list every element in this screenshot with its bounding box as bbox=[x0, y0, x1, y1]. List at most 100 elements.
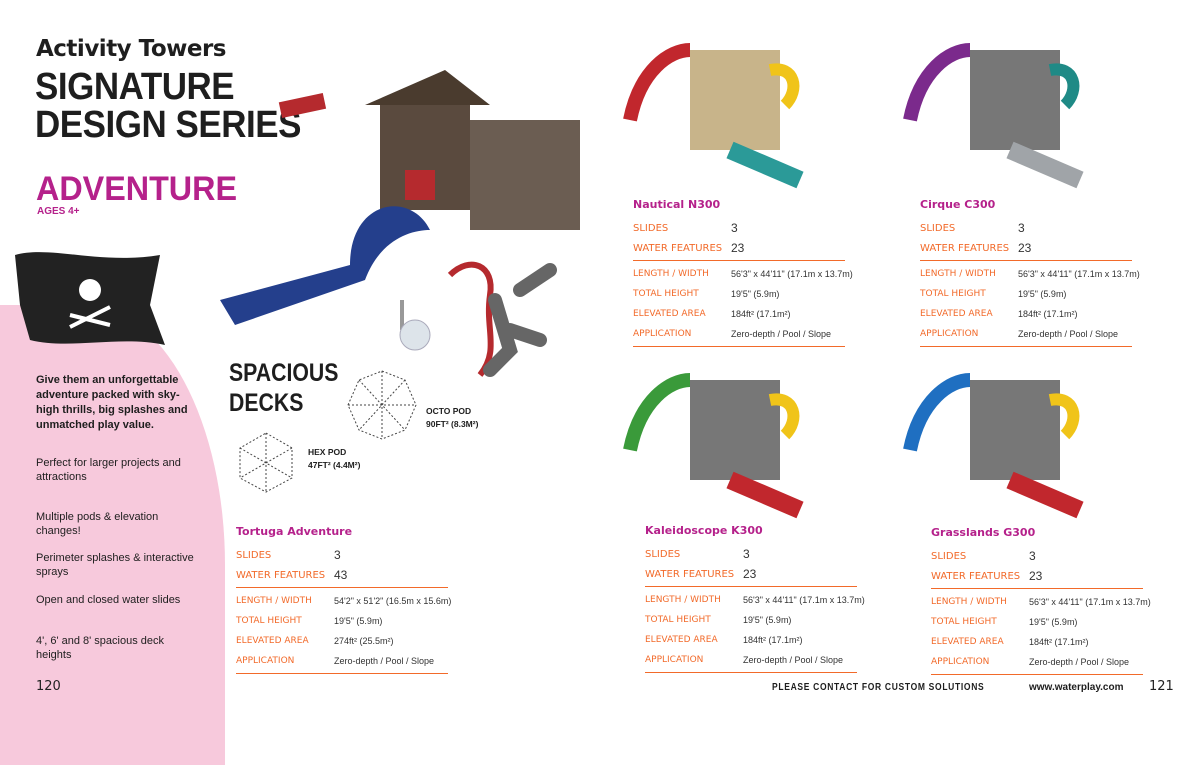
divider bbox=[931, 674, 1143, 675]
spec-row-water: WATER FEATURES 43 bbox=[236, 565, 476, 585]
title-line-2: DESIGN SERIES bbox=[35, 104, 302, 146]
spec-label: APPLICATION bbox=[645, 655, 704, 665]
feature-1: Perfect for larger projects and attracti… bbox=[36, 457, 181, 483]
divider bbox=[633, 346, 845, 347]
hex-pod-area: 47FT² (4.4M²) bbox=[308, 460, 361, 470]
spec-value: 184ft² (17.1m²) bbox=[1029, 637, 1089, 647]
spec-row-height: TOTAL HEIGHT 19'5" (5.9m) bbox=[633, 284, 873, 304]
spec-row-height: TOTAL HEIGHT 19'5" (5.9m) bbox=[645, 610, 885, 630]
spec-label: SLIDES bbox=[920, 222, 956, 234]
hex-pod-diagram bbox=[239, 432, 293, 493]
spec-label: SLIDES bbox=[645, 548, 681, 560]
section-subtitle: Activity Towers bbox=[36, 36, 227, 62]
feature-4: Open and closed water slides bbox=[36, 594, 181, 606]
hex-pod-name: HEX POD bbox=[308, 447, 347, 457]
pirate-flag-icon bbox=[15, 252, 165, 345]
spec-value: 56'3" x 44'11" (17.1m x 13.7m) bbox=[731, 269, 853, 279]
feature-2: Multiple pods & elevation changes! bbox=[36, 511, 159, 537]
spec-label: LENGTH / WIDTH bbox=[931, 597, 1007, 607]
feature-3: Perimeter splashes & interactive sprays bbox=[36, 552, 194, 578]
spec-label: TOTAL HEIGHT bbox=[920, 289, 986, 299]
spec-row-height: TOTAL HEIGHT 19'5" (5.9m) bbox=[920, 284, 1160, 304]
nautical-tower-illustration bbox=[623, 43, 804, 189]
divider bbox=[633, 260, 845, 261]
product-name: Tortuga Adventure bbox=[236, 525, 353, 538]
spec-value: 23 bbox=[731, 241, 745, 255]
divider bbox=[645, 586, 857, 587]
grasslands-tower-illustration bbox=[903, 373, 1084, 519]
spec-value: 3 bbox=[731, 221, 738, 235]
spec-value: 19'5" (5.9m) bbox=[743, 615, 792, 625]
spec-value: 3 bbox=[334, 548, 341, 562]
spec-row-slides: SLIDES 3 bbox=[920, 218, 1160, 238]
spec-label: TOTAL HEIGHT bbox=[931, 617, 997, 627]
spec-value: 43 bbox=[334, 568, 348, 582]
spec-label: TOTAL HEIGHT bbox=[633, 289, 699, 299]
website-link[interactable]: www.waterplay.com bbox=[1029, 682, 1124, 693]
spec-label: ELEVATED AREA bbox=[920, 309, 993, 319]
contact-banner: PLEASE CONTACT FOR CUSTOM SOLUTIONS bbox=[772, 682, 985, 693]
decks-title-line-2: DECKS bbox=[229, 389, 304, 417]
spec-row-slides: SLIDES 3 bbox=[931, 546, 1171, 566]
spec-label: TOTAL HEIGHT bbox=[645, 615, 711, 625]
spec-row-app: APPLICATION Zero-depth / Pool / Slope bbox=[931, 652, 1171, 672]
spec-label: SLIDES bbox=[931, 550, 967, 562]
spec-value: Zero-depth / Pool / Slope bbox=[743, 655, 844, 665]
product-name: Kaleidoscope K300 bbox=[645, 524, 763, 537]
spec-label: WATER FEATURES bbox=[236, 569, 326, 581]
spec-value: 3 bbox=[1029, 549, 1036, 563]
category-title: ADVENTURE bbox=[36, 170, 237, 208]
spec-label: WATER FEATURES bbox=[920, 242, 1010, 254]
spec-label: TOTAL HEIGHT bbox=[236, 616, 302, 626]
spec-value: 23 bbox=[1029, 569, 1043, 583]
divider bbox=[645, 672, 857, 673]
octo-pod-diagram bbox=[347, 370, 417, 440]
spec-row-length: LENGTH / WIDTH 56'3" x 44'11" (17.1m x 13… bbox=[931, 592, 1171, 612]
spec-label: WATER FEATURES bbox=[633, 242, 723, 254]
divider bbox=[920, 346, 1132, 347]
divider bbox=[236, 673, 448, 674]
spec-value: 54'2" x 51'2" (16.5m x 15.6m) bbox=[334, 596, 452, 606]
spec-value: 274ft² (25.5m²) bbox=[334, 636, 394, 646]
product-name: Cirque C300 bbox=[920, 198, 996, 211]
spec-value: Zero-depth / Pool / Slope bbox=[731, 329, 832, 339]
feature-5: 4', 6' and 8' spacious deck heights bbox=[36, 635, 164, 661]
spec-value: Zero-depth / Pool / Slope bbox=[1029, 657, 1130, 667]
kaleidoscope-tower-illustration bbox=[623, 373, 804, 519]
spec-label: SLIDES bbox=[633, 222, 669, 234]
divider bbox=[931, 588, 1143, 589]
divider bbox=[920, 260, 1132, 261]
spec-value: 3 bbox=[1018, 221, 1025, 235]
spec-label: APPLICATION bbox=[931, 657, 990, 667]
spec-value: 19'5" (5.9m) bbox=[1018, 289, 1067, 299]
spec-row-length: LENGTH / WIDTH 56'3" x 44'11" (17.1m x 13… bbox=[920, 264, 1160, 284]
spec-label: LENGTH / WIDTH bbox=[633, 269, 709, 279]
spec-value: 56'3" x 44'11" (17.1m x 13.7m) bbox=[743, 595, 865, 605]
spec-value: 19'5" (5.9m) bbox=[731, 289, 780, 299]
spec-value: 56'3" x 44'11" (17.1m x 13.7m) bbox=[1029, 597, 1151, 607]
spec-label: WATER FEATURES bbox=[645, 568, 735, 580]
spec-label: ELEVATED AREA bbox=[931, 637, 1004, 647]
spec-label: LENGTH / WIDTH bbox=[920, 269, 996, 279]
spec-value: 23 bbox=[743, 567, 757, 581]
octo-pod-area: 90FT² (8.3M²) bbox=[426, 419, 479, 429]
spec-value: 56'3" x 44'11" (17.1m x 13.7m) bbox=[1018, 269, 1140, 279]
spec-label: ELEVATED AREA bbox=[633, 309, 706, 319]
